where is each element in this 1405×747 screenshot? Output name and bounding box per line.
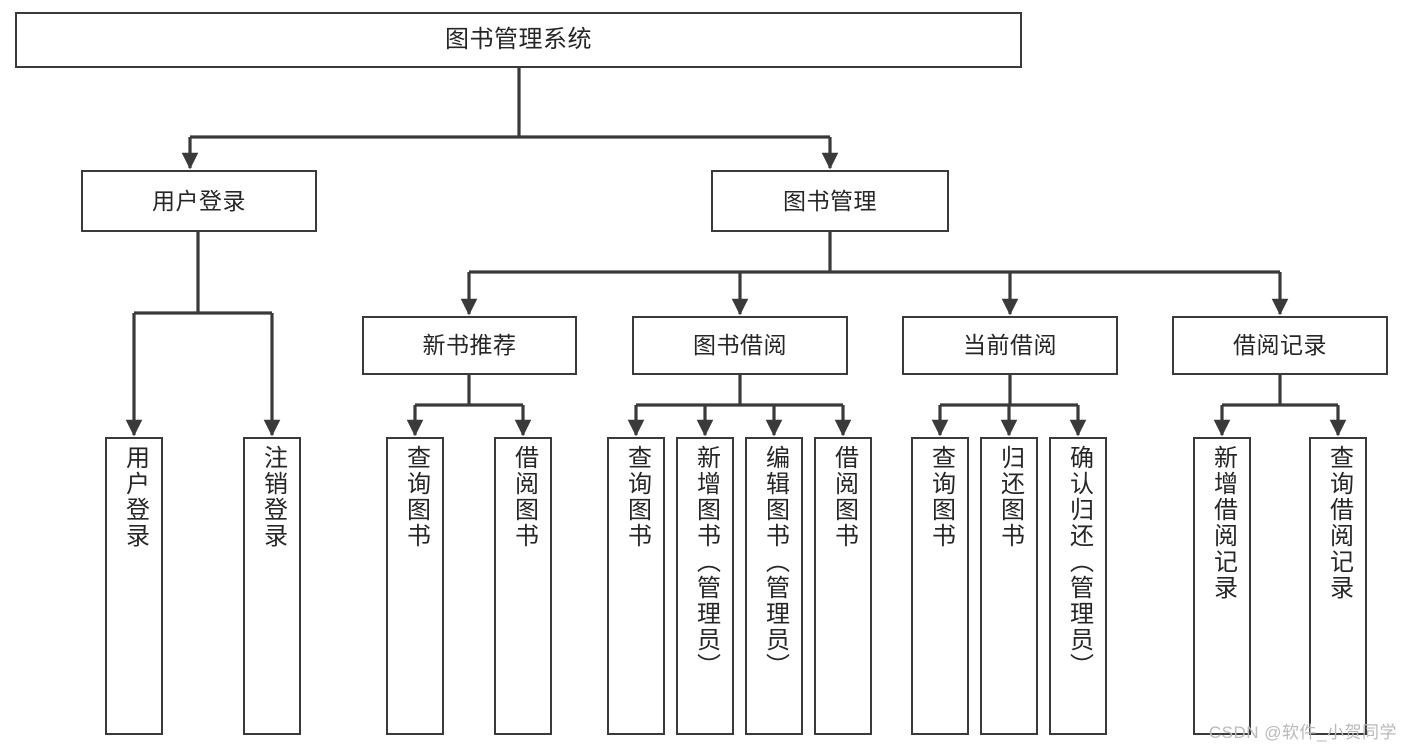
node-label: 注销登录 <box>259 445 287 549</box>
leaf-borrow-book[interactable]: 借阅图书 <box>814 437 872 735</box>
csdn-watermark: CSDN @软件_小贺同学 <box>1208 723 1397 742</box>
node-current-borrow[interactable]: 当前借阅 <box>902 316 1118 375</box>
node-label: 借阅记录 <box>1233 332 1327 359</box>
leaf-logout[interactable]: 注销登录 <box>243 437 301 735</box>
node-book-borrow[interactable]: 图书借阅 <box>632 316 848 375</box>
node-label: 图书借阅 <box>693 332 787 359</box>
node-user-login[interactable]: 用户登录 <box>81 170 317 232</box>
node-root-system[interactable]: 图书管理系统 <box>15 12 1022 68</box>
node-label: 图书管理系统 <box>445 26 592 54</box>
node-label: 图书管理 <box>783 187 877 214</box>
leaf-new-book-query[interactable]: 查询图书 <box>386 437 444 735</box>
node-label: 当前借阅 <box>963 332 1057 359</box>
leaf-edit-book-admin[interactable]: 编辑图书（管理员） <box>745 437 803 735</box>
leaf-add-borrow-record[interactable]: 新增借阅记录 <box>1193 437 1251 735</box>
node-new-book-recommend[interactable]: 新书推荐 <box>362 316 577 375</box>
leaf-user-login[interactable]: 用户登录 <box>105 437 163 735</box>
node-label: 新书推荐 <box>422 332 517 359</box>
node-label: 用户登录 <box>121 445 149 549</box>
leaf-new-book-borrow[interactable]: 借阅图书 <box>494 437 552 735</box>
node-label: 借阅图书 <box>830 445 858 549</box>
leaf-return-book[interactable]: 归还图书 <box>980 437 1038 735</box>
leaf-add-book-admin[interactable]: 新增图书（管理员） <box>676 437 734 735</box>
leaf-confirm-return-admin[interactable]: 确认归还（管理员） <box>1049 437 1107 735</box>
node-label: 查询图书 <box>927 445 955 549</box>
node-label: 查询图书 <box>623 445 651 549</box>
node-label: 用户登录 <box>152 187 246 214</box>
leaf-query-borrow-record[interactable]: 查询借阅记录 <box>1309 437 1367 735</box>
node-book-management[interactable]: 图书管理 <box>711 170 949 232</box>
node-label: 新增借阅记录 <box>1209 445 1237 601</box>
node-borrow-record[interactable]: 借阅记录 <box>1172 316 1388 375</box>
leaf-current-query-book[interactable]: 查询图书 <box>911 437 969 735</box>
leaf-borrow-query-book[interactable]: 查询图书 <box>607 437 665 735</box>
node-label: 查询借阅记录 <box>1325 445 1353 601</box>
node-label: 归还图书 <box>996 445 1024 549</box>
node-label: 确认归还（管理员） <box>1065 445 1093 679</box>
node-label: 借阅图书 <box>510 445 538 549</box>
node-label: 新增图书（管理员） <box>692 445 720 679</box>
node-label: 查询图书 <box>402 445 430 549</box>
node-label: 编辑图书（管理员） <box>761 445 789 679</box>
